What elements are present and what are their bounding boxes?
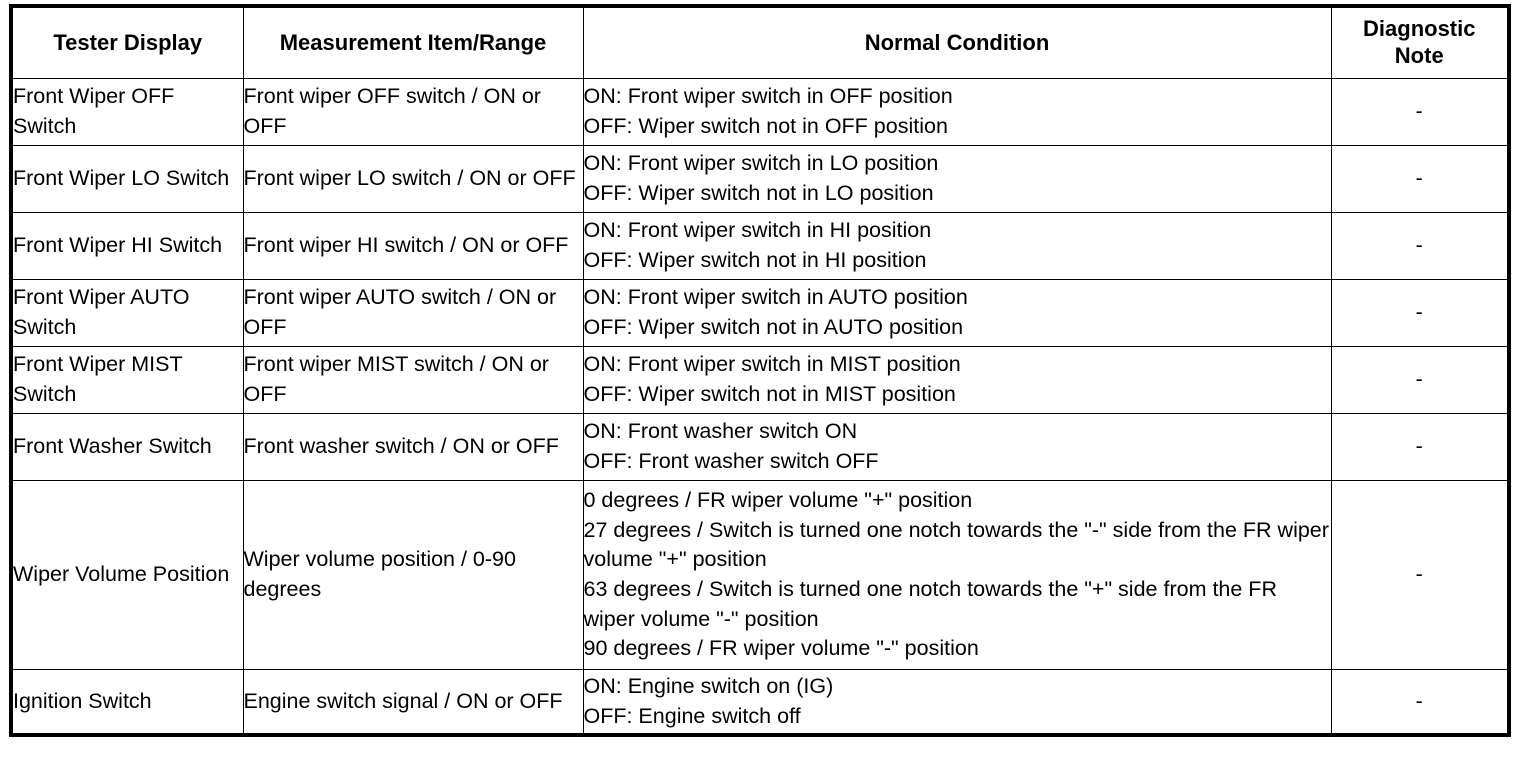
diagnostic-note-value: - [1415,367,1423,392]
normal-condition-lines: ON: Front washer switch ON OFF: Front was… [584,417,1331,476]
normal-condition-line: 0 degrees / FR wiper volume "+" position [583,488,973,513]
normal-condition-line: 90 degrees / FR wiper volume "-" positio… [583,636,979,661]
cell-tester-display: Wiper Volume Position [10,480,244,670]
diagnostic-data-table: Tester Display Measurement Item/Range No… [9,4,1511,737]
cell-tester-display: Front Wiper OFF Switch [10,78,244,146]
normal-condition-line: ON: Front wiper switch in AUTO position [583,285,968,310]
diagnostic-note-value: - [1415,99,1423,124]
cell-normal-condition: ON: Front washer switch ON OFF: Front was… [582,413,1332,481]
diagnostic-note-value: - [1415,688,1423,713]
cell-tester-display: Front Washer Switch [10,413,244,481]
normal-condition-line: OFF: Wiper switch not in AUTO position [583,315,964,339]
cell-diagnostic-note: - [1330,413,1510,481]
cell-measurement-item-range: Wiper volume position / 0-90 degrees [242,480,584,670]
cell-measurement-item-range: Front wiper AUTO switch / ON or OFF [242,279,584,347]
cell-diagnostic-note: - [1330,145,1510,213]
cell-measurement-item-range: Front washer switch / ON or OFF [242,413,584,481]
column-header-normal-condition: Normal Condition [582,5,1332,79]
column-header-measurement-item-range: Measurement Item/Range [242,5,584,79]
diagnostic-note-value: - [1415,166,1423,191]
normal-condition-line: ON: Front wiper switch in OFF position [583,84,953,109]
cell-measurement-item-range: Front wiper OFF switch / ON or OFF [242,78,584,146]
cell-tester-display: Front Wiper HI Switch [10,212,244,280]
normal-condition-line: ON: Front wiper switch in LO position [583,151,939,176]
cell-diagnostic-note: - [1330,212,1510,280]
cell-measurement-item-range: Front wiper LO switch / ON or OFF [242,145,584,213]
cell-diagnostic-note: - [1330,279,1510,347]
normal-condition-line: OFF: Wiper switch not in MIST position [583,382,956,406]
table-header: Tester Display Measurement Item/Range No… [10,5,1510,79]
diagnostic-note-value: - [1415,562,1423,587]
normal-condition-line: ON: Front wiper switch in MIST position [583,352,961,377]
table-header-row: Tester Display Measurement Item/Range No… [10,5,1510,79]
normal-condition-line: ON: Front washer switch ON [583,419,858,444]
normal-condition-line: 63 degrees / Switch is turned one notch … [583,577,1283,631]
cell-tester-display: Front Wiper LO Switch [10,145,244,213]
normal-condition-line: OFF: Front washer switch OFF [583,449,879,473]
cell-tester-display: Front Wiper AUTO Switch [10,279,244,347]
normal-condition-line: ON: Front wiper switch in HI position [583,218,932,243]
cell-diagnostic-note: - [1330,346,1510,414]
cell-tester-display: Ignition Switch [10,669,244,736]
normal-condition-line: OFF: Wiper switch not in LO position [583,181,934,205]
normal-condition-line: OFF: Wiper switch not in OFF position [583,114,948,138]
diagnostic-note-value: - [1415,300,1423,325]
cell-diagnostic-note: - [1330,78,1510,146]
cell-normal-condition: 0 degrees / FR wiper volume "+" position… [582,480,1332,670]
normal-condition-line: ON: Engine switch on (IG) [583,673,834,698]
cell-measurement-item-range: Engine switch signal / ON or OFF [242,669,584,736]
diagnostic-note-value: - [1415,233,1423,258]
cell-diagnostic-note: - [1330,480,1510,670]
cell-measurement-item-range: Front wiper MIST switch / ON or OFF [242,346,584,414]
cell-normal-condition: ON: Engine switch on (IG) OFF: Engine swi… [582,669,1332,736]
normal-condition-line: 27 degrees / Switch is turned one notch … [583,517,1335,572]
normal-condition-line: OFF: Engine switch off [583,703,801,728]
normal-condition-lines: ON: Engine switch on (IG) OFF: Engine swi… [584,672,1331,731]
diagnostic-note-value: - [1415,434,1423,459]
normal-condition-line: OFF: Wiper switch not in HI position [583,248,927,272]
column-header-diagnostic-note: Diagnostic Note [1330,5,1510,79]
cell-measurement-item-range: Front wiper HI switch / ON or OFF [242,212,584,280]
column-header-tester-display: Tester Display [10,5,244,79]
normal-condition-lines: 0 degrees / FR wiper volume "+" position… [584,486,1331,664]
cell-diagnostic-note: - [1330,669,1510,736]
cell-tester-display: Front Wiper MIST Switch [10,346,244,414]
